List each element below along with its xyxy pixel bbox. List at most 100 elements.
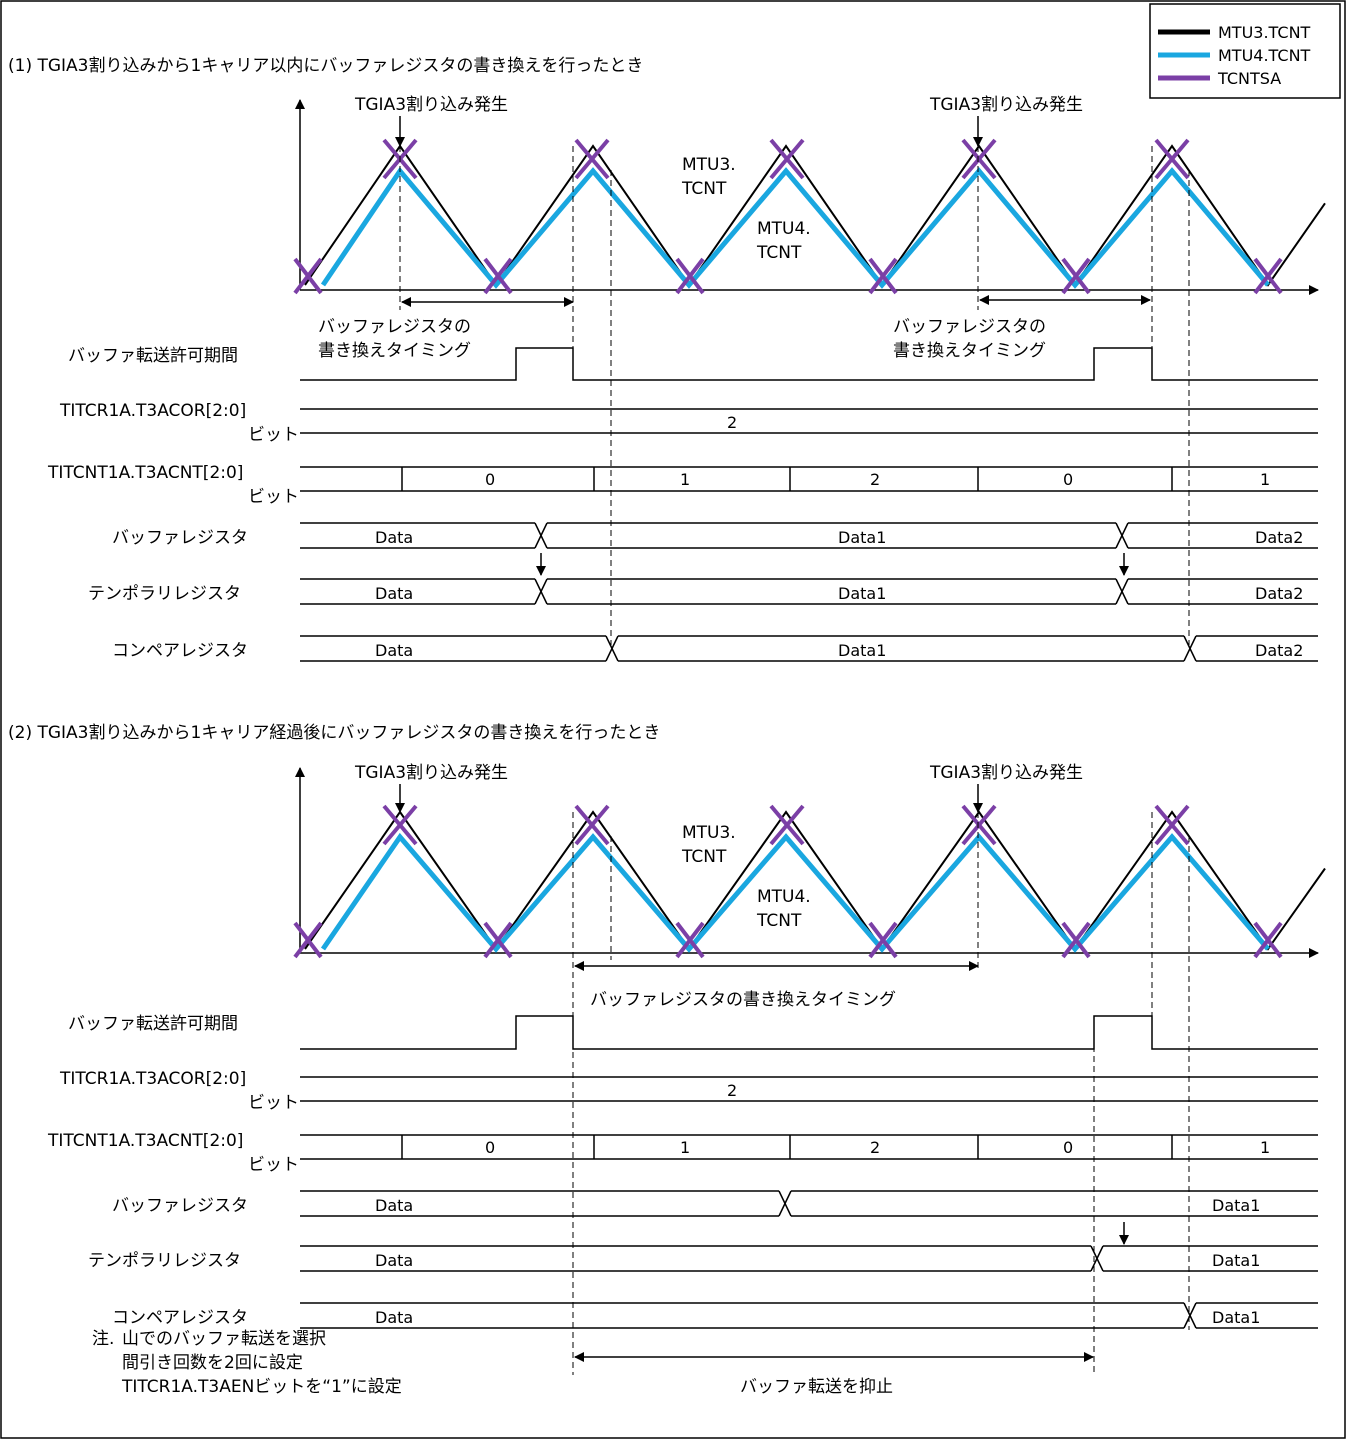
tcntsa-mark bbox=[769, 138, 805, 180]
s1-buffer-value: Data bbox=[375, 528, 413, 547]
s1-acnt-value: 2 bbox=[870, 470, 880, 489]
s2-acnt-value: 2 bbox=[870, 1138, 880, 1157]
s1-buffer-label: バッファレジスタ bbox=[112, 528, 248, 548]
s1-rewrite-label-b-line1: バッファレジスタの bbox=[893, 317, 1046, 337]
s2-mtu3-label-line2: TCNT bbox=[681, 847, 727, 867]
s2-enable-waveform bbox=[300, 1015, 1318, 1050]
tcntsa-mark bbox=[382, 804, 418, 846]
legend-label-tcntsa: TCNTSA bbox=[1217, 69, 1281, 88]
tcntsa-mark bbox=[293, 257, 323, 295]
section-1-title: (1) TGIA3割り込みから1キャリア以内にバッファレジスタの書き換えを行った… bbox=[8, 56, 643, 76]
s1-mtu3-label-line1: MTU3. bbox=[682, 155, 736, 175]
s1-acnt-value: 1 bbox=[1260, 470, 1270, 489]
tcntsa-mark bbox=[293, 921, 323, 959]
section-2: (2) TGIA3割り込みから1キャリア経過後にバッファレジスタの書き換えを行っ… bbox=[8, 723, 1326, 1397]
s2-dashed-guides bbox=[572, 812, 1190, 1375]
s1-acnt-label-line2: ビット bbox=[248, 487, 299, 507]
s2-note-marker: 注. bbox=[92, 1329, 114, 1349]
s2-acnt-value: 1 bbox=[680, 1138, 690, 1157]
s1-waveforms bbox=[293, 138, 1326, 295]
s1-dashed-guides bbox=[399, 146, 1190, 645]
tcntsa-mark bbox=[961, 804, 997, 846]
s1-acor-label-line2: ビット bbox=[248, 425, 299, 445]
tcntsa-mark bbox=[868, 921, 898, 959]
s1-acor-value: 2 bbox=[727, 413, 737, 432]
s1-buffer-value: Data2 bbox=[1255, 528, 1303, 547]
s1-acnt-value: 1 bbox=[680, 470, 690, 489]
s1-acor-label-line1: TITCR1A.T3ACOR[2:0] bbox=[59, 401, 246, 421]
s1-temp-value: Data1 bbox=[838, 584, 886, 603]
s2-waveforms bbox=[293, 804, 1326, 959]
bus-transition bbox=[778, 1190, 792, 1217]
s1-rewrite-label-b-line2: 書き換えタイミング bbox=[893, 341, 1046, 361]
s2-acnt-value: 0 bbox=[1063, 1138, 1073, 1157]
s2-acor-label-line2: ビット bbox=[248, 1093, 299, 1113]
tcntsa-mark bbox=[1253, 921, 1283, 959]
s1-acnt-value: 0 bbox=[485, 470, 495, 489]
s1-compare-label: コンペアレジスタ bbox=[112, 641, 248, 661]
mtu4-tcnt-line bbox=[320, 832, 1270, 953]
s1-compare-value: Data bbox=[375, 641, 413, 660]
bus-transition bbox=[1115, 522, 1129, 549]
s1-buffer-value: Data1 bbox=[838, 528, 886, 547]
tcntsa-mark bbox=[574, 804, 610, 846]
s2-compare-value: Data1 bbox=[1212, 1308, 1260, 1327]
s2-compare-value: Data bbox=[375, 1308, 413, 1327]
s2-note-line: TITCR1A.T3AENビットを“1”に設定 bbox=[121, 1377, 402, 1397]
s1-mtu3-label-line2: TCNT bbox=[681, 179, 727, 199]
s2-acor-value: 2 bbox=[727, 1081, 737, 1100]
tcntsa-mark bbox=[1253, 257, 1283, 295]
s2-note-line: 山でのバッファ転送を選択 bbox=[122, 1329, 326, 1349]
s1-compare-bus bbox=[300, 635, 1318, 662]
s1-enable-waveform bbox=[300, 347, 1318, 381]
s1-compare-value: Data1 bbox=[838, 641, 886, 660]
s1-buffer-bus bbox=[300, 522, 1318, 549]
bus-transition bbox=[1183, 1302, 1197, 1329]
s1-interrupt-label-2: TGIA3割り込み発生 bbox=[929, 95, 1083, 115]
tcntsa-mark bbox=[483, 257, 513, 295]
tcntsa-mark bbox=[961, 138, 997, 180]
s2-acnt-label-line1: TITCNT1A.T3ACNT[2:0] bbox=[47, 1131, 243, 1151]
s1-temp-value: Data2 bbox=[1255, 584, 1303, 603]
s2-temp-label: テンポラリレジスタ bbox=[88, 1251, 241, 1271]
tcntsa-mark bbox=[769, 804, 805, 846]
legend: MTU3.TCNT MTU4.TCNT TCNTSA bbox=[1149, 3, 1341, 99]
s2-acor-label-line1: TITCR1A.T3ACOR[2:0] bbox=[59, 1069, 246, 1089]
s1-rewrite-label-a-line2: 書き換えタイミング bbox=[318, 341, 471, 361]
legend-box bbox=[1149, 3, 1341, 99]
s2-temp-value: Data1 bbox=[1212, 1251, 1260, 1270]
tcntsa-mark bbox=[483, 921, 513, 959]
legend-label-mtu3: MTU3.TCNT bbox=[1218, 23, 1311, 42]
bus-transition bbox=[1090, 1245, 1104, 1272]
s2-compare-bus bbox=[300, 1302, 1318, 1329]
s2-acnt-label-line2: ビット bbox=[248, 1155, 299, 1175]
tcntsa-mark bbox=[1061, 921, 1091, 959]
s1-mtu4-label-line1: MTU4. bbox=[757, 219, 811, 239]
s2-compare-label: コンペアレジスタ bbox=[112, 1308, 248, 1328]
s2-buffer-value: Data bbox=[375, 1196, 413, 1215]
legend-label-mtu4: MTU4.TCNT bbox=[1218, 46, 1311, 65]
s2-buffer-label: バッファレジスタ bbox=[112, 1196, 248, 1216]
s2-buffer-value: Data1 bbox=[1212, 1196, 1260, 1215]
section-1: (1) TGIA3割り込みから1キャリア以内にバッファレジスタの書き換えを行った… bbox=[8, 56, 1326, 662]
section-2-title: (2) TGIA3割り込みから1キャリア経過後にバッファレジスタの書き換えを行っ… bbox=[8, 723, 660, 743]
s1-enable-label: バッファ転送許可期間 bbox=[68, 346, 238, 366]
mtu3-tcnt-line bbox=[304, 144, 1326, 287]
s2-interrupt-label-2: TGIA3割り込み発生 bbox=[929, 763, 1083, 783]
bus-transition bbox=[1115, 578, 1129, 605]
tcntsa-mark bbox=[1154, 804, 1190, 846]
s2-buffer-bus bbox=[300, 1190, 1318, 1217]
s1-temp-value: Data bbox=[375, 584, 413, 603]
s2-note-line: 間引き回数を2回に設定 bbox=[122, 1353, 303, 1373]
tcntsa-mark bbox=[675, 257, 705, 295]
mtu3-tcnt-line bbox=[304, 810, 1326, 951]
s2-temp-bus bbox=[300, 1245, 1318, 1272]
tcntsa-mark bbox=[1061, 257, 1091, 295]
s2-temp-value: Data bbox=[375, 1251, 413, 1270]
s1-rewrite-label-a-line1: バッファレジスタの bbox=[318, 317, 471, 337]
bus-transition bbox=[534, 522, 548, 549]
s2-mtu4-label-line1: MTU4. bbox=[757, 887, 811, 907]
